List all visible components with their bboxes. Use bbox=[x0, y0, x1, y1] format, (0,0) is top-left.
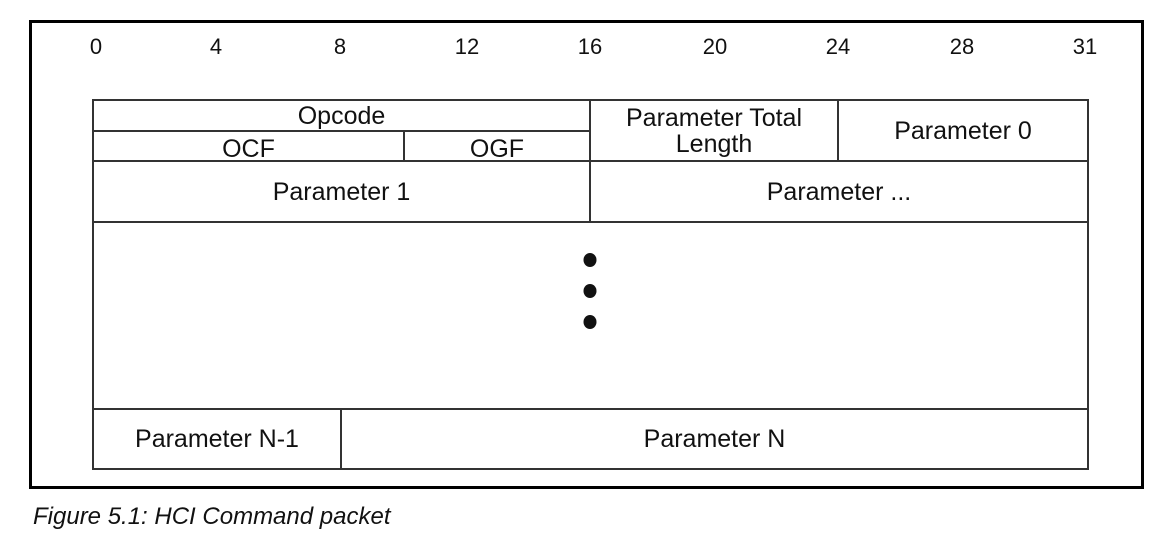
center-divider bbox=[589, 99, 591, 223]
figure-caption: Figure 5.1: HCI Command packet bbox=[33, 503, 391, 530]
field-parameter-0-label: Parameter 0 bbox=[894, 116, 1032, 145]
field-parameter-n-minus-1: Parameter N-1 bbox=[94, 410, 340, 468]
field-parameter-1: Parameter 1 bbox=[94, 162, 589, 221]
bit-label-28: 28 bbox=[949, 34, 975, 59]
table-left-border bbox=[92, 99, 94, 470]
table-bottom-border bbox=[92, 468, 1089, 470]
bit-label-4: 4 bbox=[209, 34, 223, 59]
dot-icon bbox=[583, 253, 597, 267]
opcode-divider bbox=[92, 130, 590, 132]
bit-label-0: 0 bbox=[89, 34, 103, 59]
bit-label-12: 12 bbox=[454, 34, 480, 59]
dot-icon bbox=[583, 284, 597, 298]
bit-label-8: 8 bbox=[333, 34, 347, 59]
field-parameter-ellipsis: Parameter ... bbox=[591, 162, 1087, 221]
bit-label-16: 16 bbox=[577, 34, 603, 59]
field-ogf-label: OGF bbox=[469, 134, 525, 163]
field-ogf: OGF bbox=[405, 132, 589, 163]
field-parameter-n-label: Parameter N bbox=[643, 425, 786, 453]
row3-bottom-border bbox=[92, 408, 1089, 410]
field-parameter-1-label: Parameter 1 bbox=[272, 177, 411, 206]
length-param0-divider bbox=[837, 99, 839, 162]
field-parameter-n-minus-1-label: Parameter N-1 bbox=[135, 425, 299, 453]
bit-label-24: 24 bbox=[825, 34, 851, 59]
field-parameter-ellipsis-label: Parameter ... bbox=[766, 177, 912, 206]
dot-icon bbox=[583, 315, 597, 329]
paramN1-paramN-divider bbox=[340, 408, 342, 470]
field-opcode-label: Opcode bbox=[297, 101, 386, 130]
bit-label-31: 31 bbox=[1072, 34, 1098, 59]
field-parameter-n: Parameter N bbox=[342, 410, 1087, 468]
ocf-ogf-divider bbox=[403, 130, 405, 162]
field-ocf-label: OCF bbox=[222, 134, 275, 163]
bit-label-20: 20 bbox=[702, 34, 728, 59]
field-ocf: OCF bbox=[94, 132, 403, 163]
field-parameter-total-length-label: Parameter Total Length bbox=[625, 103, 802, 158]
figure-frame bbox=[29, 20, 1144, 489]
field-parameter-0: Parameter 0 bbox=[839, 101, 1087, 160]
table-right-border bbox=[1087, 99, 1089, 470]
field-parameter-total-length: Parameter Total Length bbox=[591, 101, 837, 160]
field-opcode: Opcode bbox=[94, 101, 589, 130]
